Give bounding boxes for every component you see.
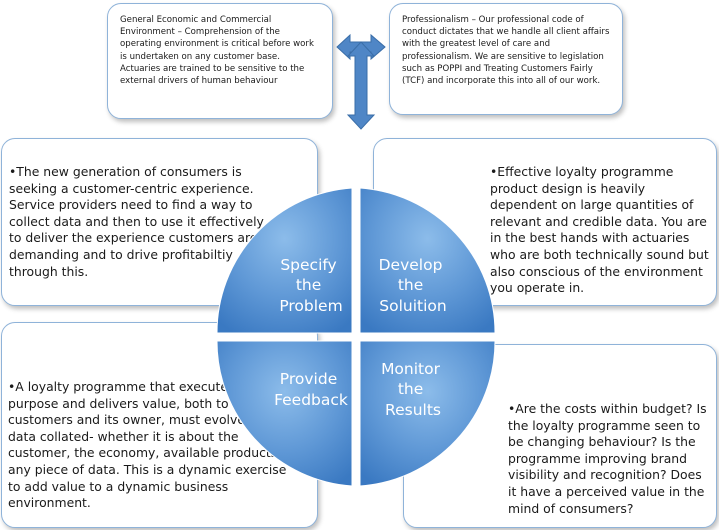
feedback-label: Provide Feedback: [274, 370, 348, 409]
professionalism-box: Professionalism – Our professional code …: [389, 3, 623, 115]
quadrant-feedback: [216, 340, 353, 487]
quadrant-develop: [359, 187, 496, 334]
environment-text: General Economic and Commercial Environm…: [120, 15, 314, 87]
feedback-line-1: Provide: [280, 370, 337, 388]
monitor-line-3: Results: [385, 401, 441, 419]
monitor-questions-text: •Are the costs within budget? Is the loy…: [508, 401, 707, 516]
specify-label: Specify the Problem: [279, 256, 342, 315]
monitor-line-1: Monitor: [381, 360, 441, 378]
feedback-line-2: Feedback: [274, 391, 348, 409]
develop-line-1: Develop: [379, 256, 443, 274]
design-text: •Effective loyalty programme product des…: [490, 164, 709, 296]
specify-line-1: Specify: [280, 256, 336, 274]
consumer-box: •The new generation of consumers is seek…: [1, 138, 318, 306]
evolve-text: •A loyalty programme that executes it pu…: [8, 379, 287, 511]
specify-line-2: the: [296, 276, 321, 294]
monitor-line-2: the: [398, 380, 423, 398]
professionalism-text: Professionalism – Our professional code …: [402, 15, 610, 87]
monitor-label: Monitor the Results: [381, 360, 445, 419]
develop-line-3: Soluition: [379, 297, 446, 315]
consumer-text: •The new generation of consumers is seek…: [9, 164, 264, 279]
develop-line-2: the: [398, 276, 423, 294]
develop-label: Develop the Soluition: [379, 256, 448, 315]
double-arrow-vertical-icon: [346, 41, 376, 130]
quadrant-monitor: [359, 340, 496, 487]
quadrant-specify: [216, 187, 353, 334]
specify-line-3: Problem: [279, 297, 342, 315]
environment-box: General Economic and Commercial Environm…: [107, 3, 333, 119]
